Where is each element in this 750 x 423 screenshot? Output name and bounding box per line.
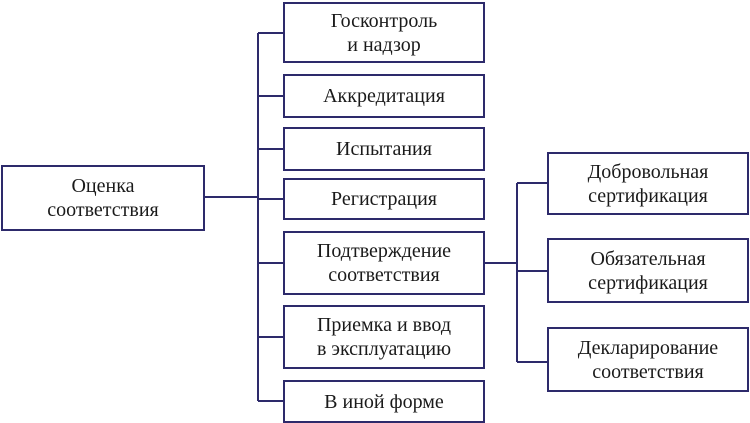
- node-mandatory-certification: Обязательная сертификация: [547, 238, 749, 303]
- node-registration: Регистрация: [283, 178, 485, 220]
- node-testing: Испытания: [283, 127, 485, 171]
- node-conformity-declaration: Декларирование соответствия: [547, 327, 749, 392]
- node-conformity-confirmation: Подтверждение соответствия: [283, 231, 485, 295]
- node-accreditation: Аккредитация: [283, 74, 485, 118]
- node-conformity-assessment: Оценка соответствия: [1, 165, 205, 231]
- node-acceptance-commissioning: Приемка и ввод в эксплуатацию: [283, 305, 485, 369]
- node-state-control: Госконтроль и надзор: [283, 2, 485, 63]
- node-voluntary-certification: Добровольная сертификация: [547, 152, 749, 215]
- node-other-form: В иной форме: [283, 380, 485, 423]
